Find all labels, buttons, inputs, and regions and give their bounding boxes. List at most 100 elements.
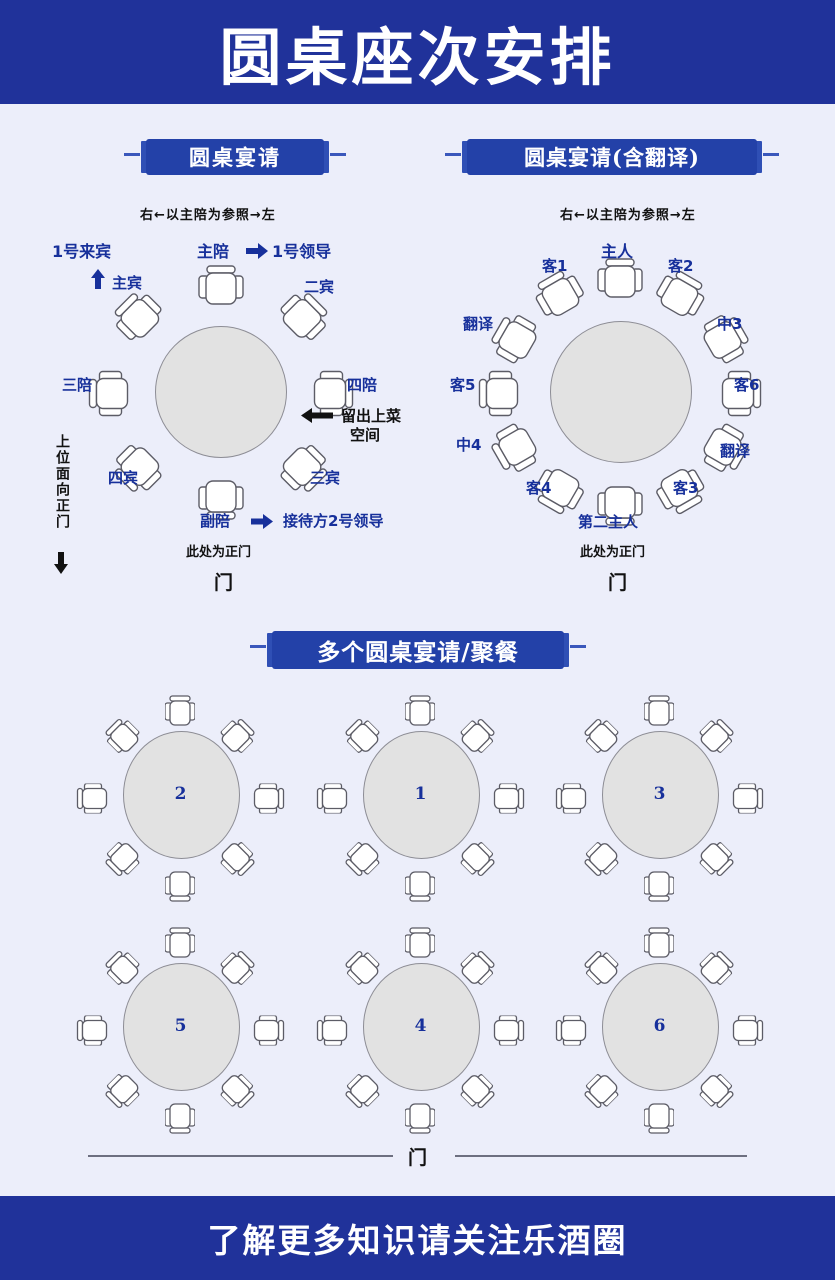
arrow-right-host-icon [246, 243, 268, 264]
label-seat-third-host: 三陪 [62, 376, 93, 394]
label-seat-third-guest: 三宾 [310, 469, 341, 487]
chair-seat-host-main [597, 258, 643, 311]
label-deputy-host: 副陪 [200, 512, 231, 530]
page-title: 圆桌座次安排 [219, 21, 616, 94]
chair-multi-ne [688, 714, 738, 764]
chair-multi-ne [449, 946, 499, 996]
table-number-2: 1 [414, 784, 427, 804]
chair-multi-w [555, 782, 597, 815]
chair-multi-n [643, 695, 675, 736]
chair-multi-nw [341, 714, 391, 764]
label-seat-fourth-guest: 四宾 [108, 469, 139, 487]
round-table-multi-1 [123, 731, 240, 859]
chair-multi-sw [580, 1062, 630, 1112]
badge-left-section: 圆桌宴请 [124, 139, 346, 175]
badge-right-section: 圆桌宴请(含翻译) [445, 139, 779, 175]
chair-multi-e [484, 1014, 525, 1047]
chair-multi-s [164, 861, 196, 902]
table-number-4: 5 [174, 1016, 187, 1036]
round-table-left [155, 326, 287, 458]
chair-multi-w [316, 782, 358, 815]
chair-seat-main-guest [107, 285, 177, 355]
chair-multi-e [244, 1014, 285, 1047]
right-reference-note: 右←以主陪为参照→左 [560, 208, 696, 223]
multi-table-group-2: 1 [316, 695, 525, 902]
chair-multi-sw [341, 830, 391, 880]
chair-multi-ne [688, 946, 738, 996]
chair-multi-se [688, 1062, 738, 1112]
chair-multi-se [449, 830, 499, 880]
label-seat-zhong3: 中3 [717, 315, 743, 333]
multi-table-group-5: 4 [316, 927, 525, 1134]
table-number-3: 3 [653, 784, 666, 804]
chair-seat-guest3 [645, 451, 711, 520]
right-door-label: 门 [608, 572, 628, 594]
label-seat-guest4: 客4 [526, 479, 552, 497]
chair-seat-zhong4 [486, 412, 555, 478]
label-seat-second-guest: 二宾 [304, 278, 335, 296]
chair-seat-guest4 [529, 451, 595, 520]
chair-multi-ne [209, 946, 259, 996]
chair-multi-se [688, 830, 738, 880]
chair-multi-s [164, 1093, 196, 1134]
badge-multi-section: 多个圆桌宴请/聚餐 [250, 631, 586, 669]
chair-multi-w [555, 1014, 597, 1047]
left-door-label: 门 [214, 572, 234, 594]
chair-multi-n [404, 695, 436, 736]
left-door-note: 此处为正门 [186, 545, 252, 560]
chair-seat-guest2 [645, 265, 711, 334]
chair-multi-n [404, 927, 436, 968]
label-guest-no1: 1号来宾 [52, 242, 112, 261]
arrow-left-serving-icon [301, 408, 333, 428]
round-table-multi-3 [602, 731, 719, 859]
label-seat-translator-left: 翻译 [463, 315, 494, 333]
round-table-right [550, 321, 692, 463]
chair-multi-e [244, 782, 285, 815]
chair-multi-sw [101, 1062, 151, 1112]
door-line-right [455, 1155, 747, 1157]
chair-multi-nw [580, 714, 630, 764]
chair-seat-third-host [88, 370, 142, 417]
arrow-down-icon [53, 552, 69, 579]
chair-multi-n [164, 927, 196, 968]
chair-seat-translator-right [686, 412, 755, 478]
chair-multi-ne [209, 714, 259, 764]
chair-seat-guest6 [709, 370, 762, 417]
chair-seat-third-guest [265, 429, 335, 499]
arrow-up-icon [90, 269, 106, 294]
round-table-multi-5 [363, 963, 480, 1091]
label-leader-no1: 1号领导 [272, 242, 332, 261]
right-door-note: 此处为正门 [580, 545, 646, 560]
round-table-multi-2 [363, 731, 480, 859]
label-seat-guest5: 客5 [450, 376, 476, 394]
multi-table-group-4: 5 [76, 927, 285, 1134]
header-bar: 圆桌座次安排 [0, 0, 835, 104]
chair-multi-w [76, 782, 118, 815]
chair-multi-nw [101, 714, 151, 764]
chair-multi-w [76, 1014, 118, 1047]
chair-seat-fourth-host [301, 370, 354, 417]
round-table-multi-4 [123, 963, 240, 1091]
label-reception-leader-no2: 接待方2号领导 [283, 512, 384, 530]
label-host-main: 主陪 [197, 242, 230, 261]
chair-multi-e [484, 782, 525, 815]
chair-seat-second-guest [265, 285, 335, 355]
chair-multi-n [643, 927, 675, 968]
label-seat-guest2: 客2 [668, 257, 694, 275]
diagram-left: 右←以主陪为参照→左 [0, 196, 420, 596]
door-line-left [88, 1155, 393, 1157]
label-seat-guest6: 客6 [734, 376, 760, 394]
left-side-note: 上位面向正门 [54, 434, 70, 530]
chair-multi-n [164, 695, 196, 736]
label-main-guest: 主宾 [112, 274, 143, 292]
chair-seat-fourth-guest [107, 429, 177, 499]
table-number-5: 4 [414, 1016, 427, 1036]
chair-multi-sw [580, 830, 630, 880]
chair-seat-deputy-host [198, 467, 244, 520]
label-seat-zhong4: 中4 [456, 436, 482, 454]
chair-multi-se [209, 1062, 259, 1112]
chair-multi-w [316, 1014, 358, 1047]
chair-seat-second-host [597, 473, 643, 526]
chair-multi-se [449, 1062, 499, 1112]
